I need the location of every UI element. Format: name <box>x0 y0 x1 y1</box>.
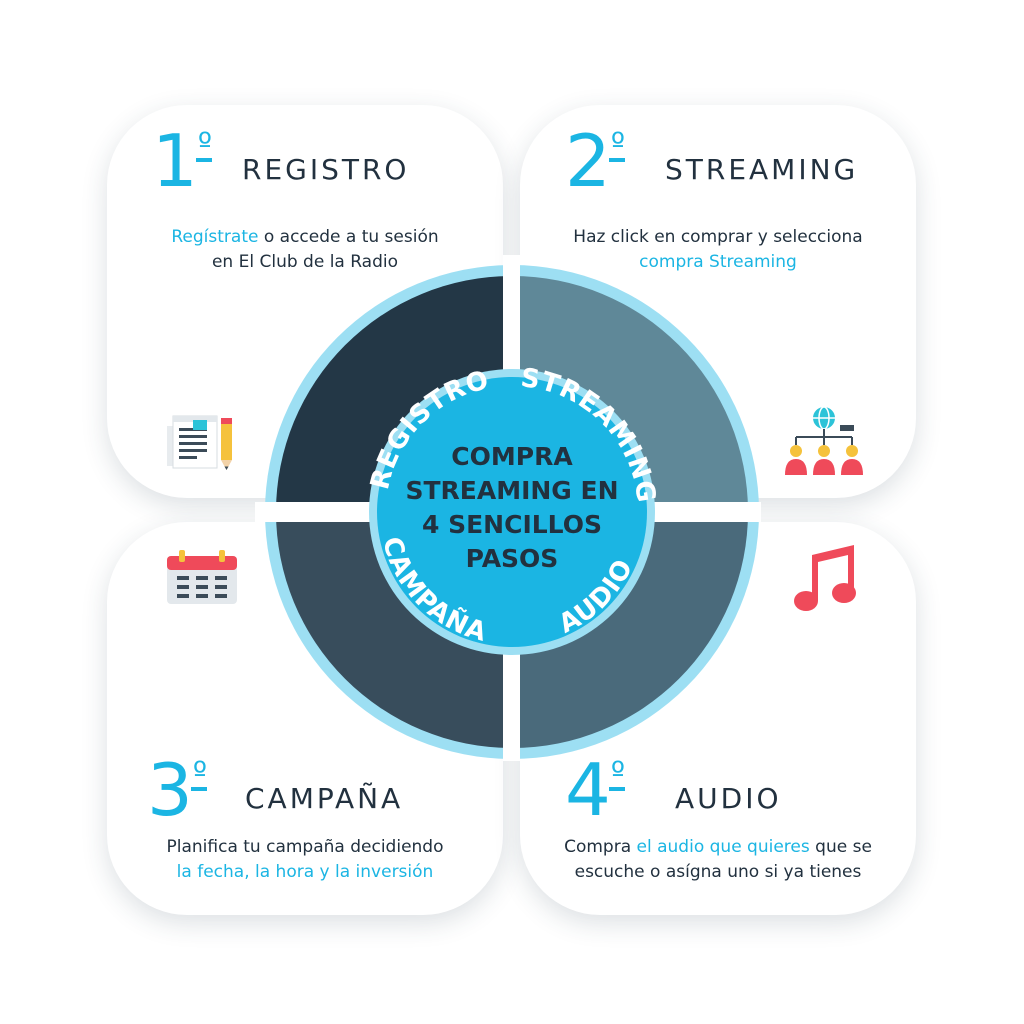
step-number: 3º <box>147 748 207 832</box>
center-line: STREAMING EN <box>405 476 618 505</box>
document-pencil-icon <box>167 415 232 470</box>
calendar-icon <box>167 550 237 604</box>
step-number: 4º <box>565 748 625 832</box>
center-line: PASOS <box>466 544 559 573</box>
step-title: REGISTRO <box>242 153 410 186</box>
step-description: Haz click en comprar y selecciona compra… <box>573 227 863 272</box>
step-description: Compra el audio que quieres que se escuc… <box>564 837 872 882</box>
step-title: AUDIO <box>675 782 782 815</box>
network-globe-icon <box>785 406 863 475</box>
step-title: STREAMING <box>665 153 859 186</box>
music-note-icon <box>794 545 856 611</box>
step-title: CAMPAÑA <box>245 782 404 815</box>
center-line: COMPRA <box>451 442 573 471</box>
step-description: Planifica tu campaña decidiendo la fecha… <box>166 837 444 882</box>
step-description: Regístrate o accede a tu sesión en El Cl… <box>171 227 439 272</box>
step-number: 2º <box>565 119 625 203</box>
center-title: COMPRA STREAMING EN 4 SENCILLOS PASOS <box>405 442 618 573</box>
center-line: 4 SENCILLOS <box>422 510 602 539</box>
center-circle <box>377 377 647 647</box>
step-number: 1º <box>152 119 212 203</box>
